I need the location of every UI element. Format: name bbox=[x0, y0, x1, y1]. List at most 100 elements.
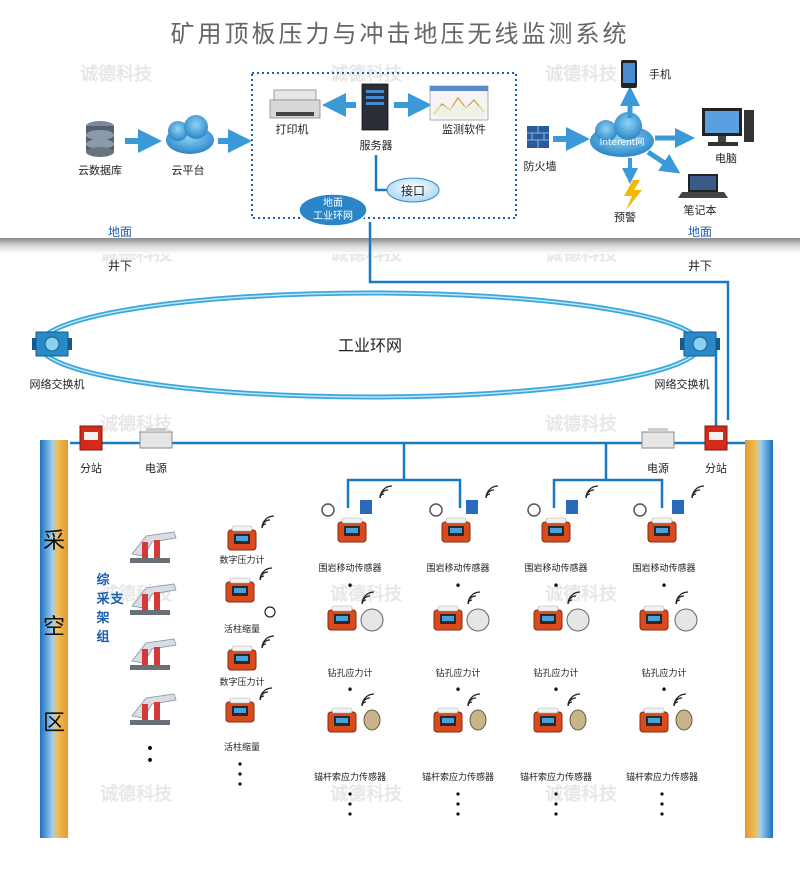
power-supply-left-icon bbox=[139, 428, 173, 449]
server-icon bbox=[361, 83, 389, 131]
sensor-ellipsis: • bbox=[552, 579, 559, 593]
wifi-icon bbox=[361, 693, 375, 707]
displacement-sensor-head-icon bbox=[466, 500, 478, 514]
sensor-column-1: 围岩移动传感器 • 钻孔应力计 • 锚杆索应力传感器 bbox=[314, 485, 393, 816]
watermark: 诚德科技 bbox=[545, 63, 618, 85]
watermark: 诚德科技 bbox=[330, 783, 403, 805]
power-left-label: 电源 bbox=[145, 461, 167, 475]
sensor-row3-label: 锚杆索应力传感器 bbox=[626, 771, 698, 783]
wifi-icon bbox=[467, 591, 481, 605]
watermark: 诚德科技 bbox=[330, 63, 403, 85]
substation-right-icon bbox=[704, 425, 728, 451]
hydraulic-support-icon bbox=[129, 693, 177, 726]
gauge-dial-icon bbox=[566, 608, 590, 632]
power-right-label: 电源 bbox=[647, 461, 669, 475]
sensor-row1-label: 围岩移动传感器 bbox=[632, 562, 695, 574]
printer-label: 打印机 bbox=[276, 122, 309, 136]
anchor-stress-sensor-icon bbox=[433, 707, 463, 733]
displacement-sensor-icon bbox=[441, 517, 471, 543]
anchor-stress-sensor-icon bbox=[327, 707, 357, 733]
wifi-icon bbox=[567, 693, 581, 707]
gauge-ellipsis bbox=[238, 762, 242, 786]
monitor-software-label: 监测软件 bbox=[442, 122, 486, 136]
laptop-icon bbox=[678, 174, 728, 198]
sensor-row1-label: 围岩移动传感器 bbox=[524, 562, 587, 574]
switch-left-label: 网络交换机 bbox=[30, 377, 85, 391]
substation-left-label: 分站 bbox=[80, 461, 102, 475]
svg-text:架: 架 bbox=[95, 610, 109, 626]
interface-label: 接口 bbox=[401, 183, 425, 198]
wifi-icon bbox=[259, 687, 273, 701]
support-group-label: 综 采 支 架 组 bbox=[95, 572, 124, 645]
gauge-dial-icon bbox=[360, 608, 384, 632]
digital-gauge-label: 数字压力计 bbox=[219, 554, 264, 566]
trunk-line bbox=[368, 222, 730, 420]
sensor-column-3: 围岩移动传感器 • 钻孔应力计 • 锚杆索应力传感器 bbox=[520, 485, 599, 816]
column-shrink-label: 活柱缩量 bbox=[224, 623, 260, 635]
branch-line bbox=[346, 443, 462, 508]
sensor-row2-label: 钻孔应力计 bbox=[435, 667, 480, 679]
ground-left-label: 地面 bbox=[108, 225, 132, 239]
sensor-row3-label: 锚杆索应力传感器 bbox=[520, 771, 592, 783]
computer-label: 电脑 bbox=[715, 152, 737, 165]
internet-cloud-icon bbox=[590, 112, 654, 157]
borehole-stress-gauge-icon bbox=[433, 605, 463, 631]
connector-line bbox=[374, 155, 388, 192]
displacement-sensor-head-icon bbox=[566, 500, 578, 514]
sensor-row1-label: 围岩移动传感器 bbox=[318, 562, 381, 574]
displacement-sensor-head-icon bbox=[672, 500, 684, 514]
displacement-sensor-head-icon bbox=[360, 500, 372, 514]
column-shrink-gauge-icon bbox=[225, 697, 255, 723]
borehole-stress-gauge-icon bbox=[533, 605, 563, 631]
goaf-char: 采 bbox=[43, 529, 65, 554]
sensor-column-4: 围岩移动传感器 • 钻孔应力计 • 锚杆索应力传感器 bbox=[626, 485, 705, 816]
ground-ring-top-label: 地面 bbox=[323, 196, 343, 209]
digital-pressure-gauge-icon bbox=[227, 525, 257, 551]
sensor-row2-label: 钻孔应力计 bbox=[533, 667, 578, 679]
svg-text:组: 组 bbox=[96, 629, 109, 645]
wifi-icon bbox=[379, 485, 393, 499]
ground-ring-node bbox=[298, 193, 368, 227]
arrow-down-right-icon bbox=[646, 149, 681, 174]
sensor-ellipsis: • bbox=[660, 579, 667, 593]
control-room-box bbox=[251, 72, 517, 219]
sensor-ellipsis: • bbox=[346, 579, 353, 593]
power-supply-right-icon bbox=[641, 428, 675, 449]
wifi-icon bbox=[691, 485, 705, 499]
svg-text:采: 采 bbox=[95, 591, 110, 607]
printer-icon bbox=[269, 89, 321, 119]
sensor-column-2: 围岩移动传感器 • 钻孔应力计 • 锚杆索应力传感器 bbox=[422, 485, 499, 816]
goaf-char: 区 bbox=[43, 711, 65, 736]
sensor-ellipsis: • bbox=[454, 683, 461, 697]
substation-right-label: 分站 bbox=[705, 461, 727, 475]
column-shrink-label: 活柱缩量 bbox=[224, 741, 260, 753]
sensor-row1-label: 围岩移动传感器 bbox=[426, 562, 489, 574]
ground-right-label: 地面 bbox=[688, 225, 712, 239]
page-title: 矿用顶板压力与冲击地压无线监测系统 bbox=[171, 20, 630, 48]
digital-gauge-label: 数字压力计 bbox=[219, 676, 264, 688]
computer-icon bbox=[702, 108, 754, 146]
monitoring-software-icon bbox=[429, 85, 489, 121]
displacement-sensor-icon bbox=[337, 517, 367, 543]
gauge-dial-icon bbox=[466, 608, 490, 632]
borehole-stress-gauge-icon bbox=[639, 605, 669, 631]
ground-surface-band bbox=[0, 238, 800, 254]
right-wall bbox=[745, 440, 773, 838]
displacement-sensor-icon bbox=[647, 517, 677, 543]
firewall-icon bbox=[527, 126, 549, 148]
underground-left-label: 井下 bbox=[108, 259, 132, 273]
network-switch-right-icon bbox=[680, 331, 720, 357]
svg-text:综: 综 bbox=[96, 572, 109, 588]
sensor-row2-label: 钻孔应力计 bbox=[641, 667, 686, 679]
sensor-row3-label: 锚杆索应力传感器 bbox=[422, 771, 494, 783]
internet-label: Interent网 bbox=[600, 137, 645, 148]
gauge-dial-icon bbox=[674, 608, 698, 632]
alarm-icon bbox=[624, 180, 642, 210]
wifi-icon bbox=[467, 693, 481, 707]
watermark: 诚德科技 bbox=[545, 783, 618, 805]
substation-left-icon bbox=[79, 425, 103, 451]
digital-pressure-gauge-icon bbox=[227, 645, 257, 671]
svg-text:支: 支 bbox=[109, 591, 124, 607]
interface-node bbox=[386, 177, 440, 203]
